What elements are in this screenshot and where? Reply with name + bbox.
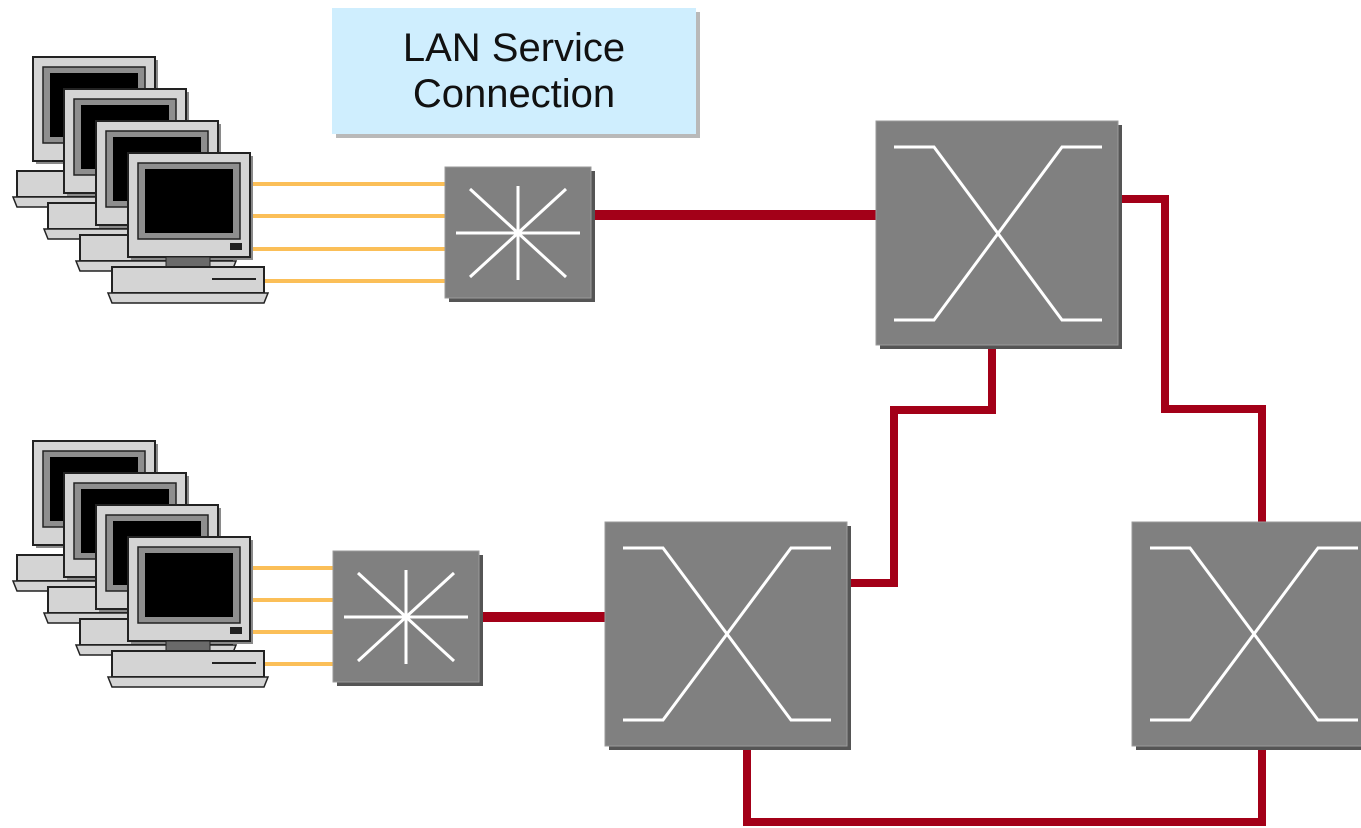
computer-group-top xyxy=(12,56,269,304)
workstation-icon xyxy=(107,536,269,688)
switch-bottom-right xyxy=(1131,521,1361,750)
switch-cross-icon xyxy=(623,546,831,722)
computer-group-bottom xyxy=(12,440,269,688)
link-switch1-switch2 xyxy=(848,344,996,587)
switch-top xyxy=(875,120,1122,349)
hub-star-icon xyxy=(456,186,580,280)
hub-top xyxy=(444,166,595,302)
link-switch2-switch3 xyxy=(743,742,1266,826)
label-line-1: LAN Service xyxy=(402,26,626,70)
workstation-icon xyxy=(107,152,269,304)
lan-service-label: LAN Service Connection xyxy=(332,8,696,134)
switch-cross-icon xyxy=(894,145,1102,322)
trunk-links xyxy=(480,195,1266,826)
switch-cross-icon xyxy=(1150,546,1358,722)
hub-bottom xyxy=(332,550,483,686)
hub-star-icon xyxy=(344,570,468,664)
access-links xyxy=(252,182,446,666)
switch-bottom-left xyxy=(604,521,851,750)
label-line-2: Connection xyxy=(412,72,616,116)
link-switch1-switch3 xyxy=(1118,195,1266,522)
